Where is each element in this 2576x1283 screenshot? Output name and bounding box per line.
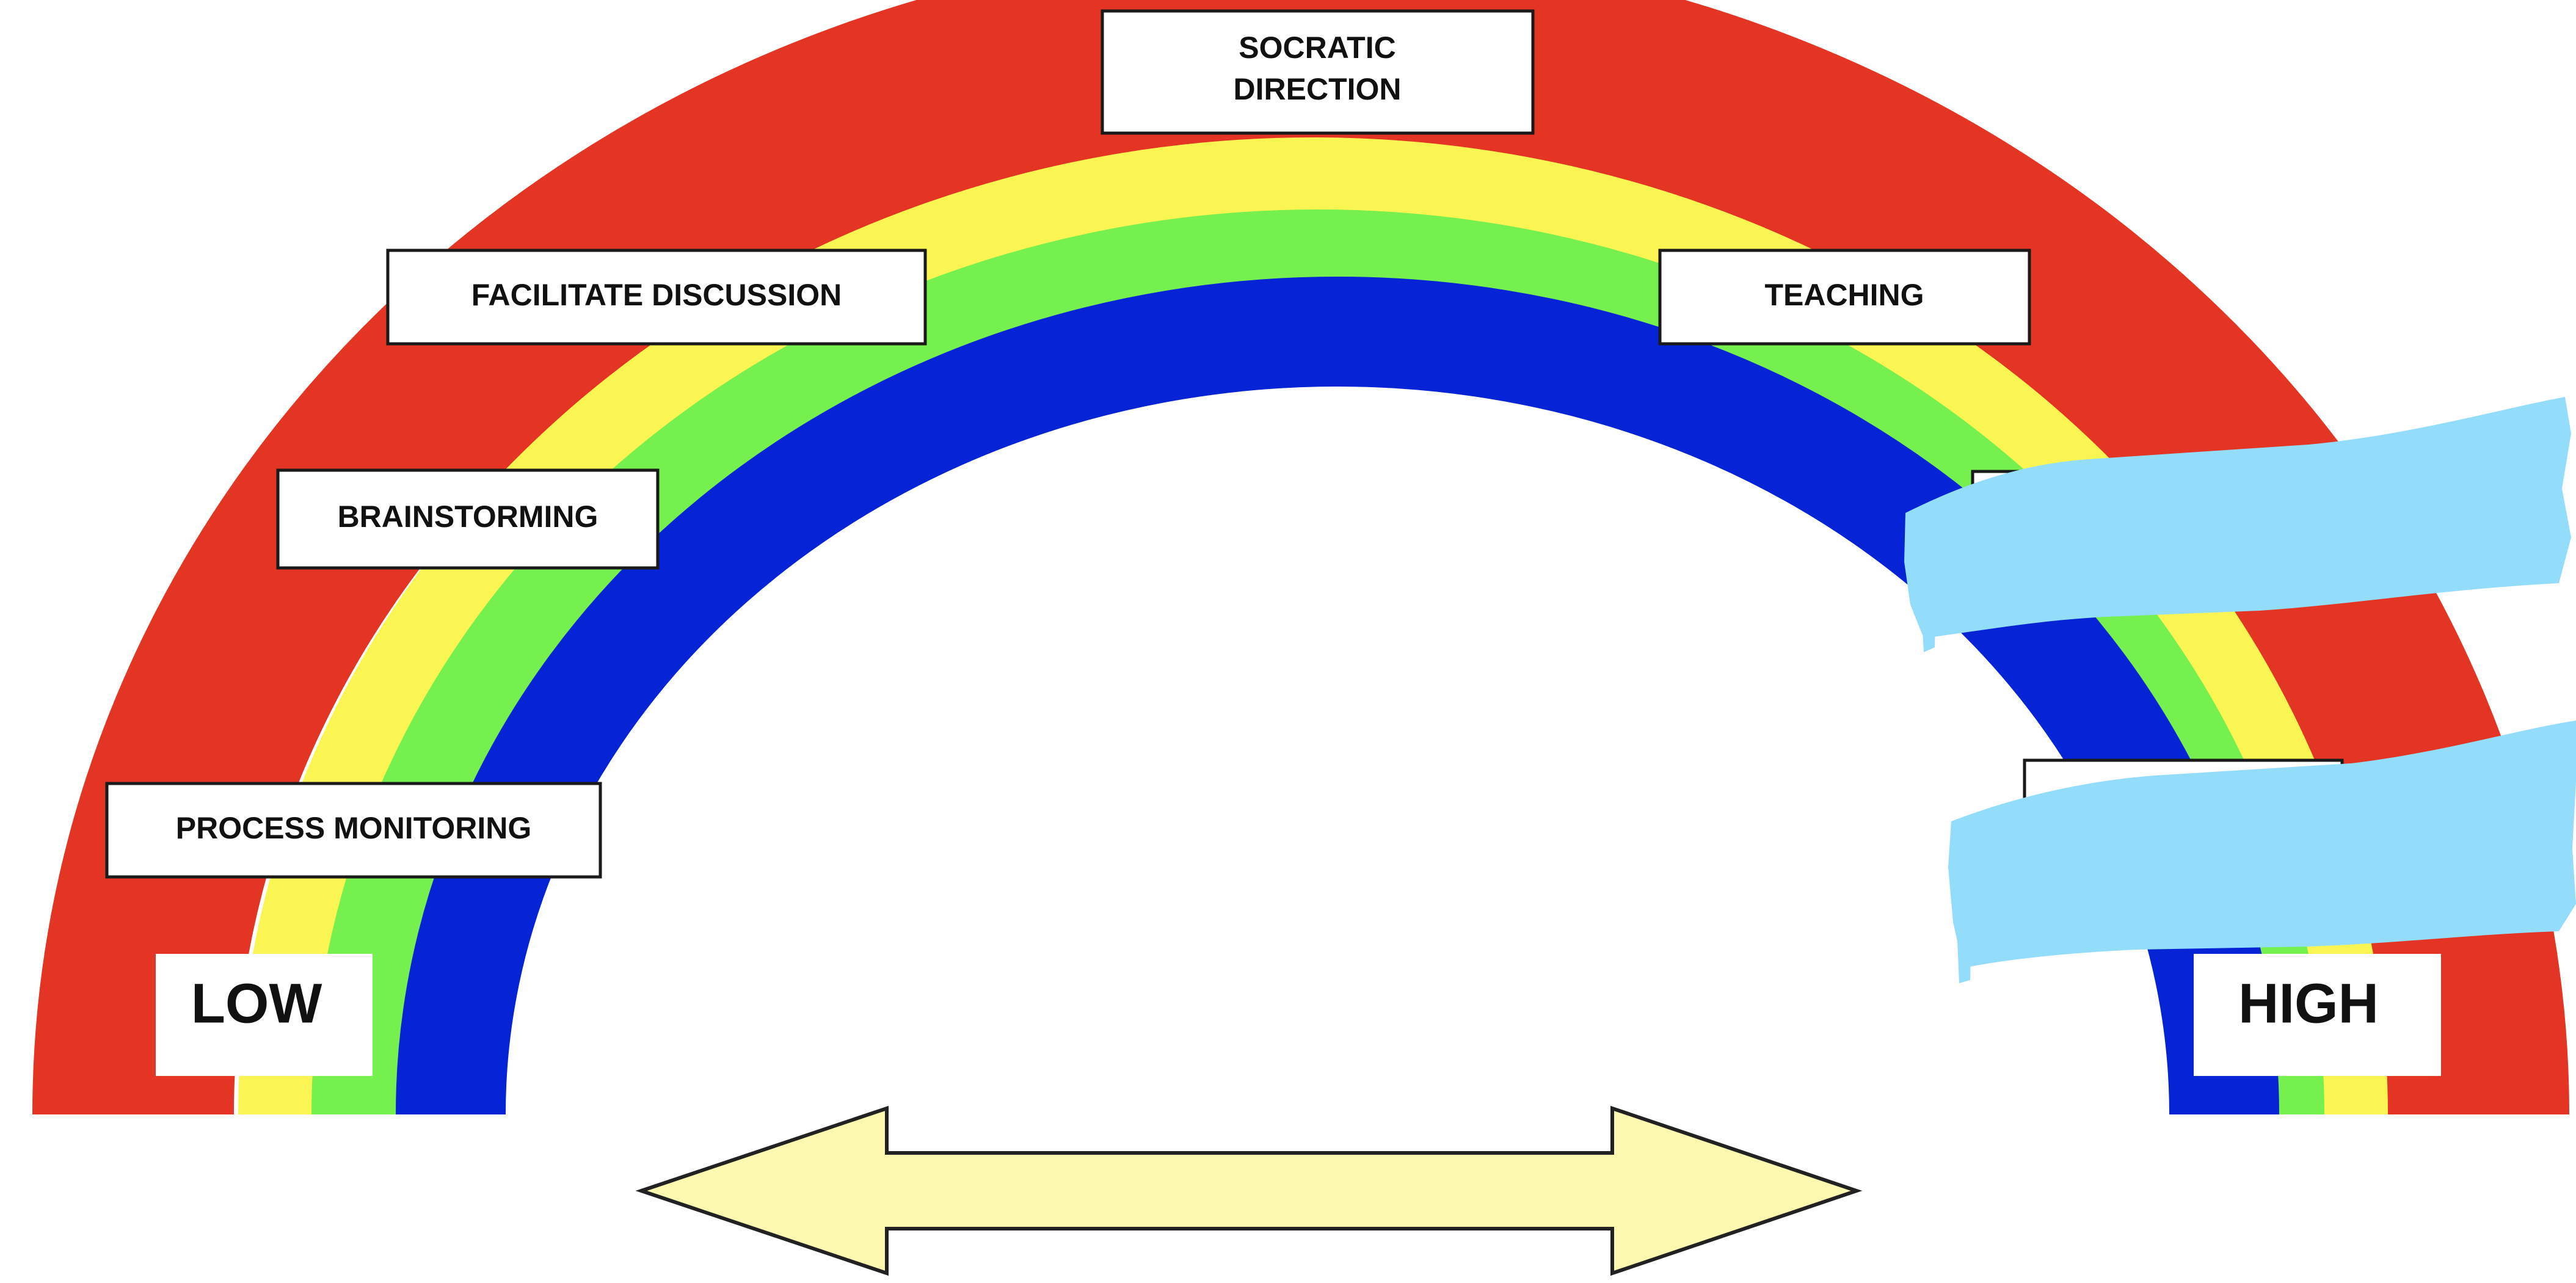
label-facilitate-text: FACILITATE DISCUSSION (471, 278, 842, 312)
label-teaching: TEACHING (1658, 249, 2031, 346)
paint-drip-2 (1954, 866, 1973, 983)
label-socratic-direction: SOCRATIC DIRECTION (1101, 9, 1535, 135)
label-teaching-text: TEACHING (1764, 278, 1924, 312)
label-brainstorming-text: BRAINSTORMING (338, 500, 599, 534)
scale-high: HIGH (2194, 954, 2441, 1076)
arc-yellow (238, 137, 2388, 1115)
arc-blue (396, 277, 2279, 1115)
double-arrow-icon (635, 1105, 1863, 1276)
scale-high-text: HIGH (2238, 972, 2379, 1034)
label-process-monitoring-text: PROCESS MONITORING (176, 811, 531, 845)
paint-stroke-upper (1904, 397, 2571, 638)
label-socratic-line1: SOCRATIC (1239, 31, 1395, 65)
paint-stroke-lower (1948, 721, 2576, 968)
arc-green (311, 209, 2324, 1115)
scale-low: LOW (156, 954, 373, 1076)
scale-low-text: LOW (191, 972, 322, 1034)
label-socratic-line2: DIRECTION (1234, 72, 1402, 106)
paint-drip-1 (1918, 536, 1937, 652)
redaction-paint (1904, 397, 2576, 983)
label-brainstorming: BRAINSTORMING (276, 468, 660, 570)
label-facilitate-discussion: FACILITATE DISCUSSION (386, 249, 927, 346)
label-process-monitoring: PROCESS MONITORING (105, 782, 602, 879)
